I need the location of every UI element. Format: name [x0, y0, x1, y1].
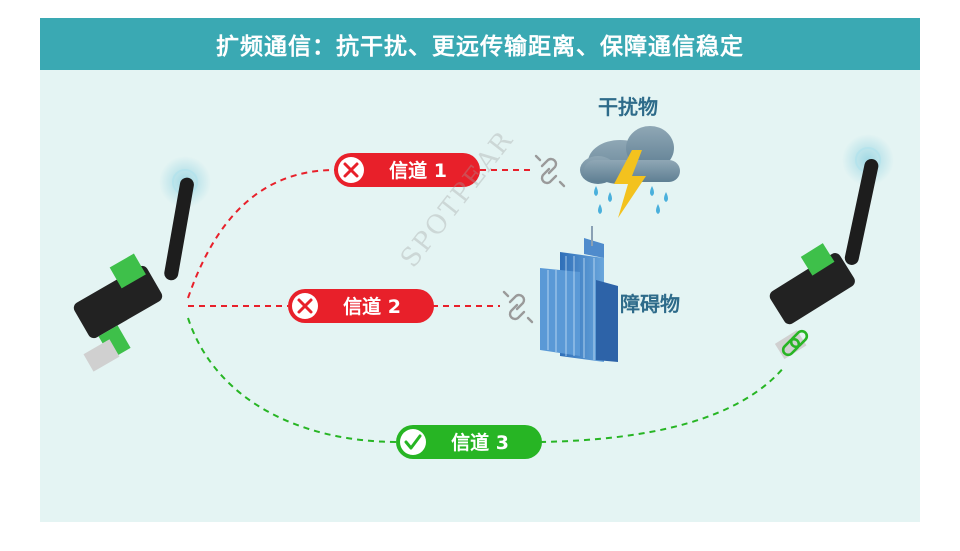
channel-label-1: 信道 1: [389, 159, 447, 182]
error-x-icon: [343, 162, 359, 178]
broken-link-icon-2: [502, 290, 534, 324]
storm-cloud-icon: [580, 126, 680, 218]
channel-pill-3: 信道 3: [396, 425, 542, 459]
left-lora-dongle: [73, 156, 211, 372]
banner-title: 扩频通信：抗干扰、更远传输距离、保障通信稳定: [216, 34, 744, 60]
signal-path-3: [187, 317, 786, 443]
obstacle-label: 障碍物: [620, 292, 680, 316]
channel-pill-1: 信道 1: [334, 153, 480, 187]
check-icon: [404, 434, 422, 450]
building-icon: [540, 226, 618, 362]
banner: 扩频通信：抗干扰、更远传输距离、保障通信稳定: [40, 18, 920, 70]
channel-label-3: 信道 3: [451, 431, 509, 454]
channel-pill-2: 信道 2: [288, 289, 434, 323]
broken-link-icon-1: [534, 154, 566, 188]
link-icon: [781, 329, 809, 357]
error-x-icon: [297, 298, 313, 314]
signal-path-1: [187, 169, 532, 299]
right-lora-dongle: [769, 134, 894, 360]
interference-label: 干扰物: [598, 95, 658, 119]
channel-label-2: 信道 2: [343, 295, 401, 318]
